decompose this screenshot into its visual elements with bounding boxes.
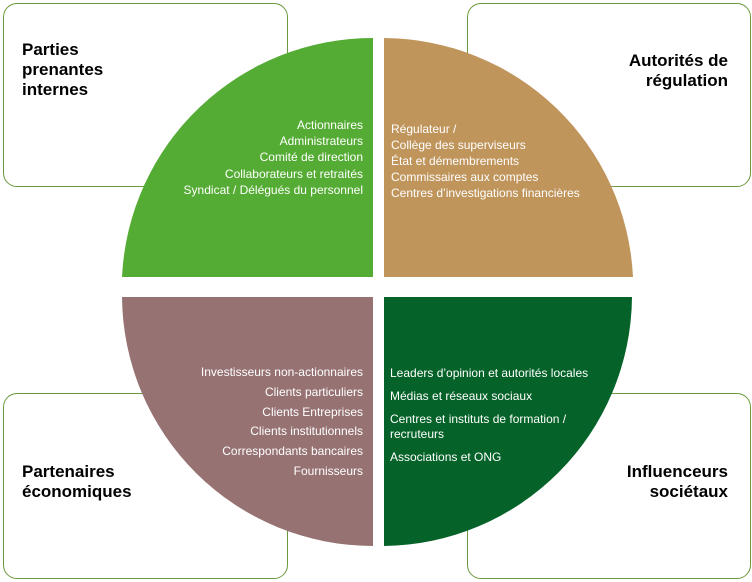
item-text: Correspondants bancaires: [222, 444, 363, 459]
title-internal-stakeholders: Parties prenantes internes: [22, 40, 104, 99]
title-economic-partners: Partenaires économiques: [22, 462, 132, 501]
items-economic-partners: Investisseurs non-actionnaires Clients p…: [201, 363, 363, 482]
item-text: Collège des superviseurs: [391, 138, 526, 152]
item-text: Leaders d’opinion et autorités locales: [390, 366, 589, 380]
item-text: Commissaires aux comptes: [391, 170, 539, 184]
quadrant-economic-partners: [122, 297, 373, 546]
item-text: Associations et ONG: [390, 450, 502, 464]
item-text: Régulateur /: [391, 122, 457, 136]
item-text: Administrateurs: [279, 134, 363, 149]
items-regulatory-authorities: Régulateur / Collège des superviseurs Ét…: [391, 121, 580, 201]
item-text: Comité de direction: [259, 150, 363, 165]
item-text: Clients institutionnels: [250, 424, 363, 439]
item-text: Actionnaires: [296, 118, 363, 132]
quadrant-societal-influencers: [384, 297, 632, 546]
title-regulatory-authorities: Autorités de régulation: [628, 51, 728, 90]
item-text: État et démembrements: [391, 154, 520, 168]
item-text: Fournisseurs: [293, 463, 363, 478]
item-text: Centres et instituts de formation / recr…: [390, 412, 567, 441]
item-text: Investisseurs non-actionnaires: [200, 365, 363, 379]
item-text: Centres d’investigations financières: [391, 186, 580, 200]
title-societal-influencers: Influenceurs sociétaux: [626, 462, 728, 501]
item-text: Collaborateurs et retraités: [224, 166, 363, 181]
quadrant-regulatory-authorities: [384, 38, 633, 277]
quadrant-internal-stakeholders: [122, 37, 373, 277]
item-text: Clients particuliers: [264, 384, 363, 399]
item-text: Médias et réseaux sociaux: [390, 389, 533, 403]
item-text: Clients Entreprises: [262, 404, 363, 419]
items-societal-influencers: Leaders d’opinion et autorités locales M…: [390, 366, 614, 473]
item-text: Syndicat / Délégués du personnel: [183, 182, 363, 197]
items-internal-stakeholders: Actionnaires Administrateurs Comité de d…: [184, 117, 363, 198]
